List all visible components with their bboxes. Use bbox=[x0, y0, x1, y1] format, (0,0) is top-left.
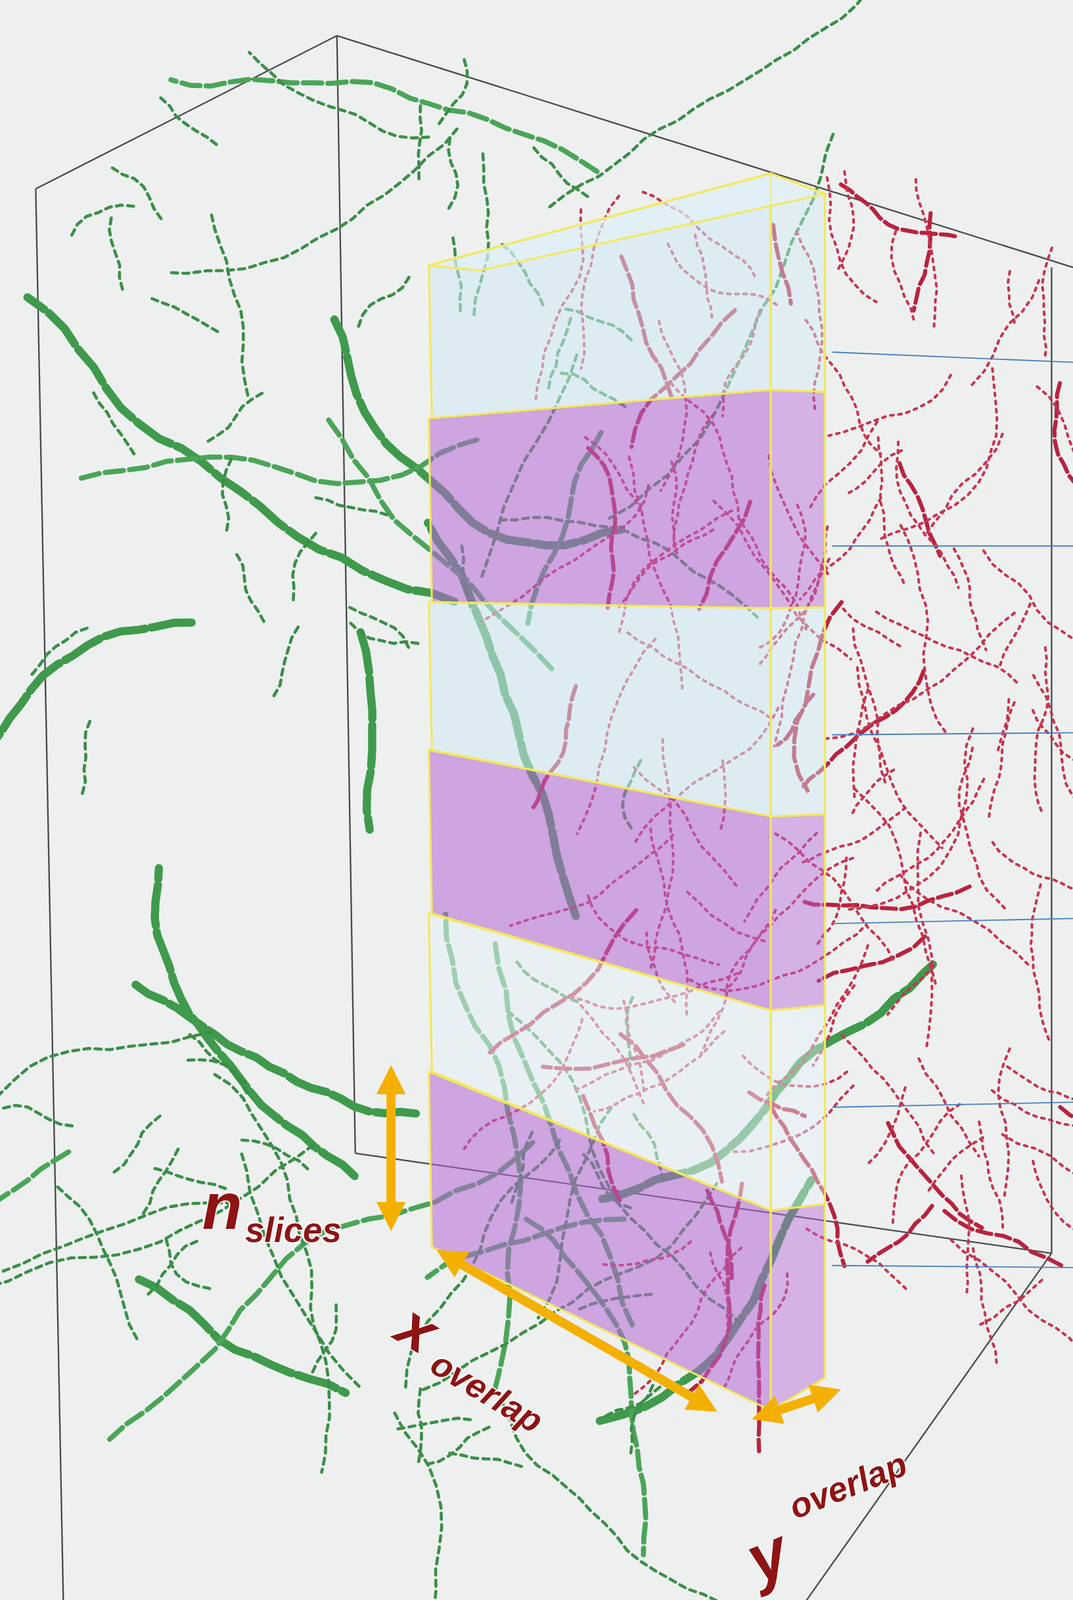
leader-line bbox=[831, 1102, 1073, 1108]
slice-side bbox=[770, 814, 825, 1011]
slice-side bbox=[770, 607, 825, 818]
slice-side bbox=[770, 1204, 825, 1411]
box-edge bbox=[806, 1253, 1052, 1600]
leader-line bbox=[831, 545, 1073, 547]
box-edge bbox=[337, 35, 356, 1154]
leader-line bbox=[831, 1266, 1073, 1269]
volume-box bbox=[35, 35, 1073, 1600]
box-edge bbox=[1050, 267, 1052, 1254]
dimension-arrow bbox=[765, 1394, 827, 1415]
slice-top bbox=[429, 173, 826, 271]
box-edge bbox=[35, 188, 64, 1600]
dimension-subscript: slices bbox=[245, 1212, 342, 1248]
dimension-symbol: y bbox=[737, 1517, 798, 1594]
neurite bbox=[0, 0, 903, 1600]
dimension-subscript: overlap bbox=[783, 1446, 912, 1525]
dimension-arrow bbox=[386, 1080, 396, 1217]
slice-side bbox=[770, 173, 825, 393]
dimension-subscript: overlap bbox=[425, 1345, 549, 1439]
green-neurons bbox=[0, 0, 937, 1600]
slice-side bbox=[770, 1005, 825, 1211]
leader-lines bbox=[831, 352, 1073, 1269]
leader-line bbox=[831, 352, 1073, 363]
leader-line bbox=[831, 733, 1073, 736]
slice-side bbox=[770, 390, 825, 610]
leader-line bbox=[831, 918, 1073, 924]
overlap-slices bbox=[429, 173, 826, 1411]
dimension-symbol: n bbox=[202, 1174, 243, 1240]
slice-front bbox=[429, 1071, 772, 1411]
box-edge bbox=[35, 35, 337, 189]
slice-front bbox=[429, 390, 772, 610]
